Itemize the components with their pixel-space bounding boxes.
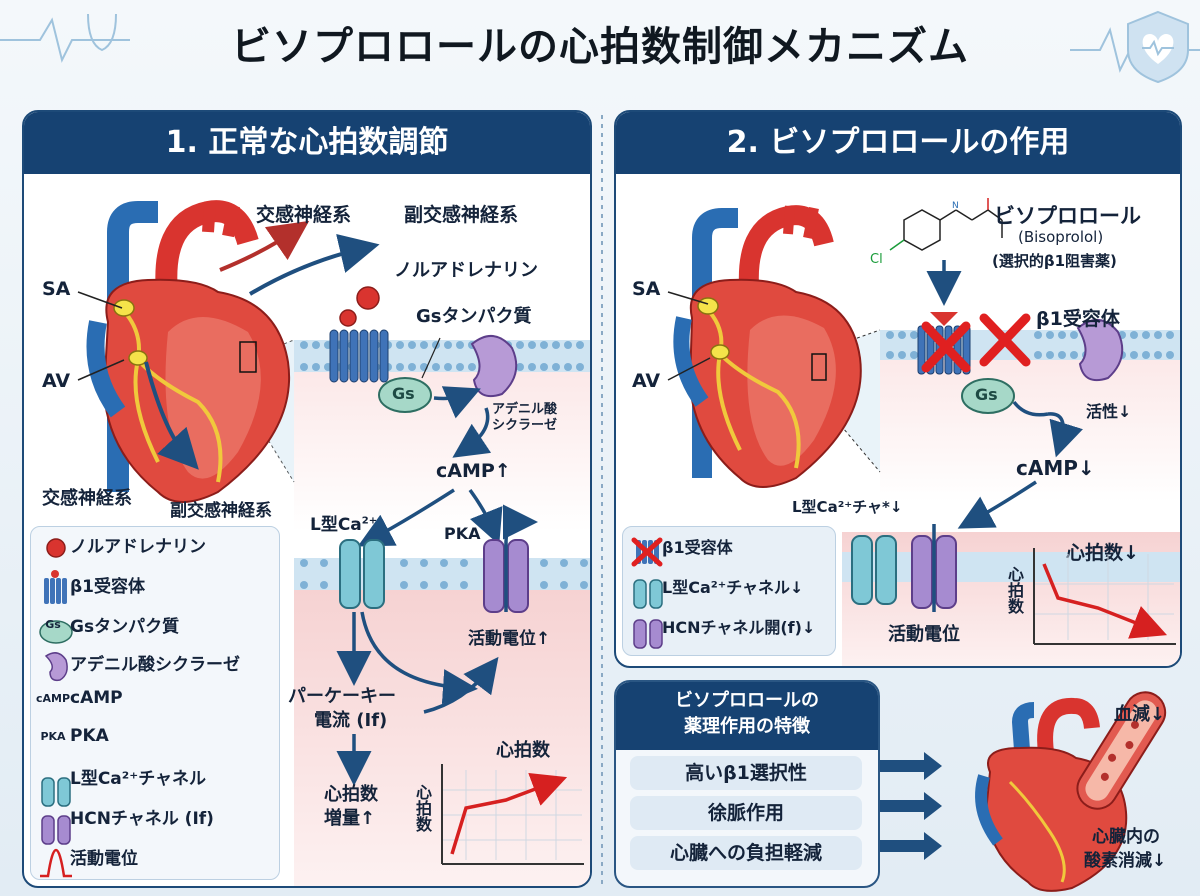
sympathetic-label-bottom: 交感神経系 [42, 488, 132, 509]
graph1-heart-rate-increase [441, 764, 584, 865]
legend1-label: ノルアドレナリン [70, 537, 206, 557]
sa-av-pointer-lines [77, 291, 125, 381]
sa-node-label-2: SA [632, 278, 661, 300]
oxygen-consumption-line2: 酸素消減↓ [1084, 851, 1167, 871]
panel-normal-regulation: 1. 正常な心拍数調節 [22, 110, 592, 888]
parasympathetic-label-bottom: 副交感神経系 [170, 501, 272, 521]
legend1-row: アデニル酸シクラーゼ [36, 650, 240, 675]
features-panel: ビソプロロールの 薬理作用の特徴 高いβ1選択性徐脈作用心臓への負担軽減 [614, 680, 880, 888]
legend2-label: β1受容体 [662, 538, 733, 557]
legend1-row: cAMPcAMP [36, 688, 123, 708]
oxygen-consumption-line1: 心臓内の [1092, 827, 1160, 847]
chlorine-label: Cl [870, 252, 883, 267]
gs-protein-label: Gsタンパク質 [416, 306, 532, 327]
panel-divider [601, 115, 603, 885]
adenylate-label-line2: シクラーゼ [492, 418, 558, 433]
legend2-label: L型Ca²⁺チャネル↓ [662, 578, 804, 597]
blood-decrease-label: 血減↓ [1114, 704, 1166, 725]
legend1-label: PKA [70, 726, 109, 746]
legend-text-icon: cAMP [36, 691, 71, 705]
l-type-channel-down-label: L型Ca²⁺チャ*↓ [792, 498, 903, 516]
panel2-signaling-diagram [851, 260, 1124, 612]
panel-bisoprolol-action: 2. ビソプロロールの作用 [614, 110, 1182, 668]
sa-av-pointer-lines-2 [667, 291, 711, 381]
noradrenaline-label: ノルアドレナリン [394, 260, 538, 281]
legend2-row: β1受容体 [628, 534, 733, 558]
av-node-label-2: AV [632, 370, 661, 392]
legend1-label: cAMP [70, 688, 123, 708]
l-type-channel [339, 539, 385, 609]
legend1-row: HCNチャネル (If) [36, 804, 214, 829]
parasympathetic-label-top: 副交感神経系 [404, 204, 519, 226]
svg-text:N: N [952, 201, 959, 211]
gs-label-2: Gs [975, 385, 998, 404]
legend2-row: L型Ca²⁺チャネル↓ [628, 574, 803, 598]
heart-shield-icon [1127, 10, 1189, 84]
pacemaker-current-line1: パーケーキー [288, 686, 396, 707]
hcn-channel [483, 504, 538, 613]
graph2-title: 心拍数↓ [1066, 542, 1139, 564]
graph1-title: 心拍数 [496, 740, 550, 761]
legend2-label: HCNチャネル開(f)↓ [662, 618, 816, 637]
features-heading: ビソプロロールの 薬理作用の特徴 [616, 682, 878, 750]
features-heading-line1: ビソプロロールの [675, 690, 819, 711]
legend2-icons [631, 537, 663, 649]
gs-label: Gs [392, 384, 415, 403]
panel1-legend [30, 526, 280, 880]
adenylate-label-line1: アデニル酸 [492, 402, 558, 417]
legend1-label: 活動電位 [70, 849, 138, 869]
sympathetic-label-top: 交感神経系 [256, 204, 352, 226]
legend1-row: ノルアドレナリン [36, 532, 206, 557]
av-node-label: AV [42, 370, 71, 392]
camp-up-label: cAMP↑ [436, 460, 511, 482]
page-title: ビソプロロールの心拍数制御メカニズム [231, 24, 969, 70]
legend1-icons [39, 538, 73, 878]
legend1-row: 活動電位 [36, 844, 138, 869]
panel1-signaling-diagram [329, 286, 538, 786]
panel1-cell-background [233, 339, 590, 886]
drug-name-label: ビソプロロール [994, 204, 1141, 228]
camp-down-label: cAMP↓ [1016, 456, 1095, 480]
beta1-receptor-label: β1受容体 [1036, 308, 1120, 330]
feature-item: 心臓への負担軽減 [630, 836, 862, 870]
action-potential-label-2: 活動電位 [888, 624, 960, 645]
legend1-row: β1受容体 [36, 572, 145, 597]
activity-down-label: 活性↓ [1086, 402, 1132, 421]
legend1-label: HCNチャネル (If) [70, 809, 214, 829]
panel2-heading: 2. ビソプロロールの作用 [616, 112, 1180, 174]
beta1-receptor [329, 329, 389, 383]
graph1-ylabel: 心拍数 [413, 784, 432, 832]
legend1-label: L型Ca²⁺チャネル [70, 769, 207, 789]
feature-item: 徐脈作用 [630, 796, 862, 830]
pka-label: PKA [444, 524, 481, 543]
graph2-heart-rate-decrease [1033, 548, 1176, 645]
action-potential-up-label: 活動電位↑ [468, 629, 551, 649]
pacemaker-current-line2: 電流 (If) [314, 710, 388, 731]
feature-arrows [880, 752, 942, 860]
panel1-heading: 1. 正常な心拍数調節 [24, 112, 590, 174]
sa-node-label: SA [42, 278, 71, 300]
feature-item: 高いβ1選択性 [630, 756, 862, 790]
legend1-row: Gs Gsタンパク質 [36, 612, 179, 637]
legend-text-icon: PKA [40, 729, 66, 743]
legend2-row: HCNチャネル開(f)↓ [628, 614, 815, 638]
drug-class-label: (選択的β1阻害薬) [992, 252, 1117, 270]
gs-protein-icon: Gs [45, 618, 61, 631]
heart-illustration-2 [673, 205, 862, 488]
l-type-ca-label: L型Ca2+ [310, 515, 378, 535]
graph2-ylabel: 心拍数 [1005, 566, 1024, 614]
heart-rate-increase-line2: 増量↑ [324, 808, 376, 829]
legend1-label: β1受容体 [70, 577, 145, 597]
legend1-label: Gsタンパク質 [70, 617, 180, 637]
legend1-row: L型Ca²⁺チャネル [36, 764, 206, 789]
heart-vessel-illustration [975, 691, 1167, 892]
legend1-row: PKA PKA [36, 726, 109, 746]
bisoprolol-molecule-structure: N [889, 198, 1003, 251]
legend1-label: アデニル酸シクラーゼ [70, 655, 240, 675]
features-heading-line2: 薬理作用の特徴 [684, 716, 810, 737]
heart-rate-increase-line1: 心拍数 [324, 784, 378, 805]
nerve-arrows [144, 220, 380, 470]
drug-english-name: (Bisoprolol) [1018, 228, 1104, 246]
